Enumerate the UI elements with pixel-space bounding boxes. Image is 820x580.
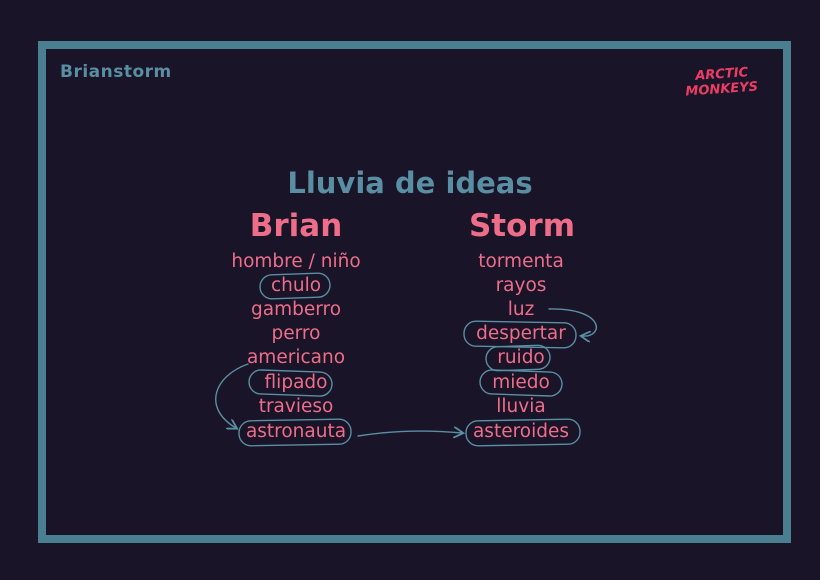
page-heading: Lluvia de ideas (287, 166, 533, 200)
storm-word: luz (507, 299, 535, 320)
column-title-storm: Storm (468, 208, 576, 244)
column-title-brian: Brian (249, 208, 343, 244)
brian-word: hombre / niño (231, 251, 361, 272)
brian-word: flipado (264, 372, 328, 393)
corner-title: Brianstorm (60, 62, 172, 82)
storm-word: tormenta (478, 251, 564, 272)
storm-word: miedo (492, 372, 550, 393)
storm-word: rayos (495, 275, 547, 296)
logo-line2: MONKEYS (686, 79, 758, 98)
arctic-monkeys-logo: ARCTIC MONKEYS (686, 65, 758, 98)
logo-line1: ARCTIC (694, 65, 749, 84)
brian-word: chulo (270, 275, 322, 296)
brian-word: gamberro (250, 299, 342, 320)
storm-word: asteroides (472, 421, 570, 442)
brian-word: perro (271, 323, 321, 344)
storm-word: ruido (497, 347, 545, 368)
storm-word: despertar (476, 323, 566, 344)
slide-frame (38, 41, 791, 543)
brian-word: americano (246, 347, 346, 368)
storm-word: lluvia (496, 396, 546, 417)
brian-word: astronauta (245, 421, 347, 442)
brian-word: travieso (258, 396, 334, 417)
